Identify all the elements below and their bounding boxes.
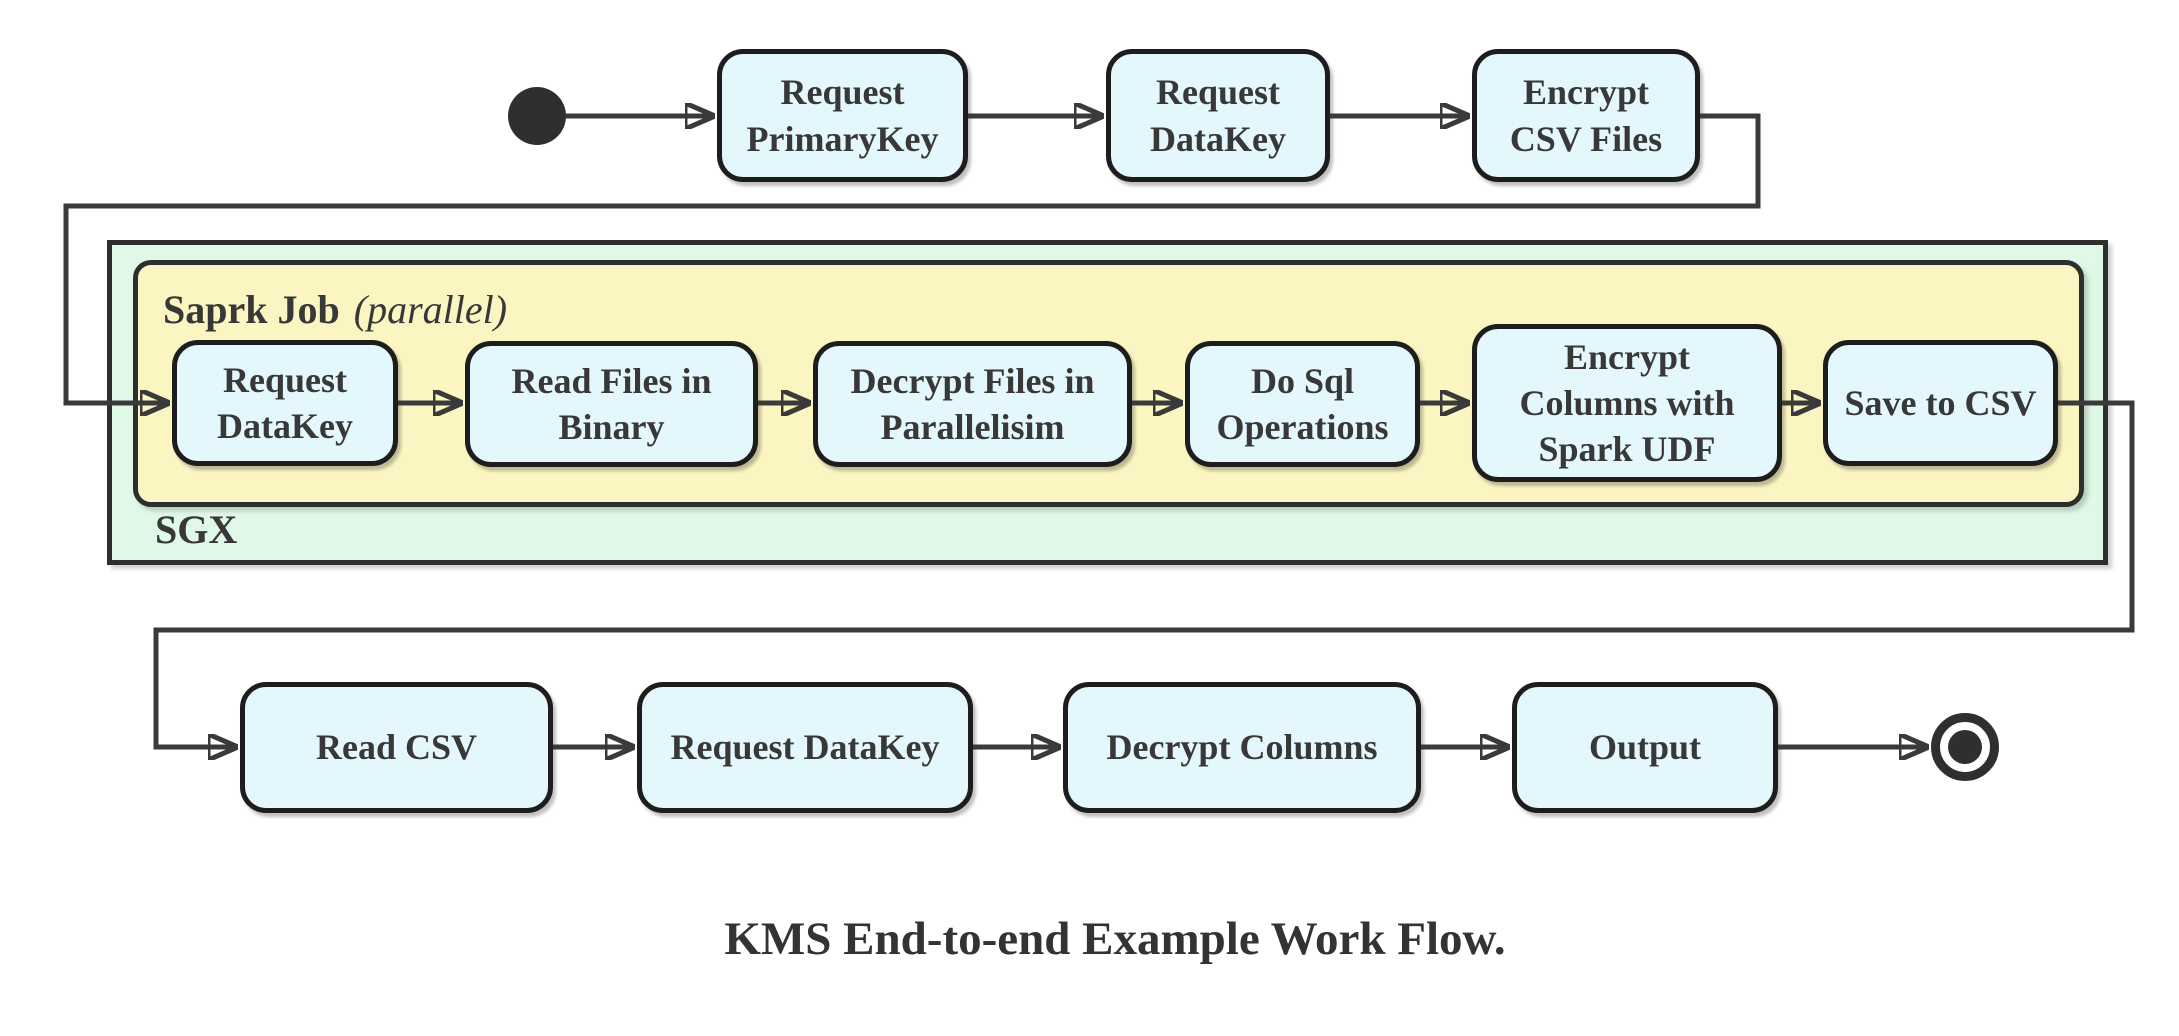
diagram-caption: KMS End-to-end Example Work Flow. (724, 913, 1506, 965)
spark-job-label: Saprk Job (parallel) (163, 286, 507, 333)
node-read-files-in-binary: Read Files in Binary (465, 341, 758, 467)
node-read-csv: Read CSV (240, 682, 553, 813)
spark-job-parallel-label: (parallel) (353, 287, 508, 332)
node-do-sql-operations: Do Sql Operations (1185, 341, 1420, 467)
node-output: Output (1512, 682, 1778, 813)
node-request-datakey-bottom: Request DataKey (637, 682, 973, 813)
node-request-primarykey: Request PrimaryKey (717, 49, 968, 182)
node-save-to-csv: Save to CSV (1823, 340, 2058, 466)
node-encrypt-columns-with-spark-udf: Encrypt Columns with Spark UDF (1472, 324, 1782, 482)
node-decrypt-files-in-parallelisim: Decrypt Files in Parallelisim (813, 341, 1132, 467)
spark-job-label-text: Saprk Job (163, 287, 340, 332)
node-request-datakey-top: Request DataKey (1106, 49, 1330, 182)
start-node (508, 87, 566, 145)
node-request-datakey-spark: Request DataKey (172, 340, 398, 466)
end-node (1931, 713, 1999, 781)
node-decrypt-columns: Decrypt Columns (1063, 682, 1421, 813)
node-encrypt-csv-files: Encrypt CSV Files (1472, 49, 1700, 182)
sgx-label: SGX (155, 507, 238, 552)
end-node-inner-dot (1948, 730, 1982, 764)
